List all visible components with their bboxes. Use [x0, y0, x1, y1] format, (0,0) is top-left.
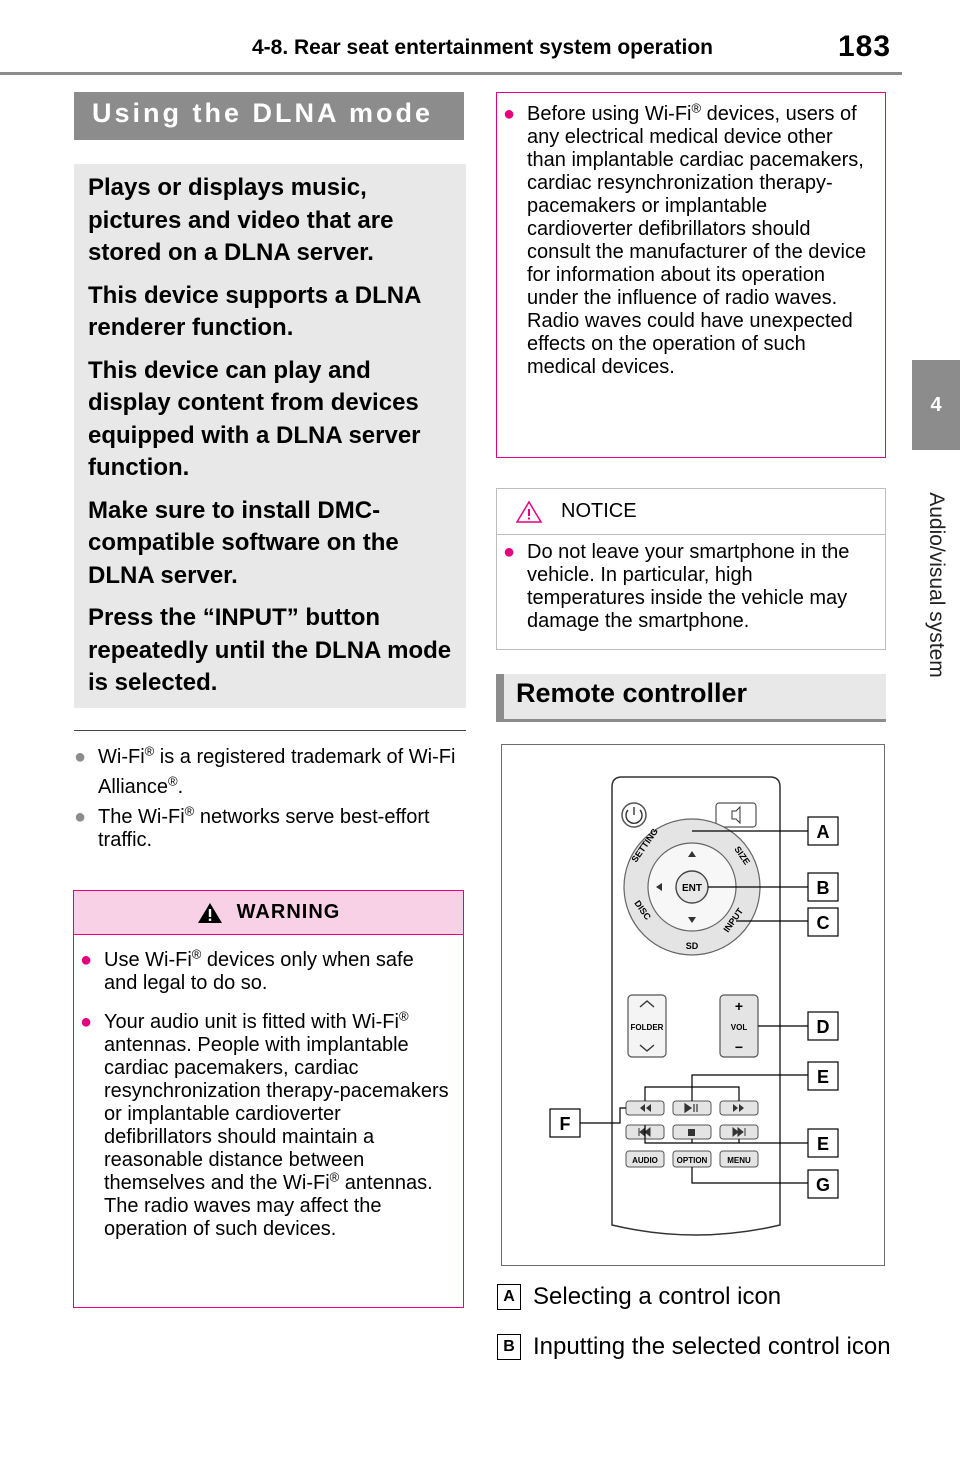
callout-lines: [580, 830, 808, 1184]
chapter-number: 4: [930, 393, 942, 416]
notice-title: NOTICE: [561, 500, 637, 522]
callout-g: G: [816, 1175, 830, 1195]
bullet-dot-icon: ●: [80, 949, 93, 971]
header-rule: [0, 72, 902, 75]
callout-e: E: [817, 1067, 829, 1087]
intro-paragraph: Make sure to install DMC-compatible soft…: [88, 496, 399, 589]
warning-box: WARNING ● Use Wi-Fi® devices only when s…: [73, 890, 464, 1308]
intro-paragraph: Press the “INPUT” button repeatedly unti…: [88, 604, 452, 696]
notice-triangle-icon: [515, 500, 543, 523]
notice-item: ● Do not leave your smartphone in the ve…: [503, 541, 850, 632]
callout-b: B: [817, 878, 830, 898]
bullet-dot-icon: ●: [74, 806, 87, 828]
callout-a: A: [817, 822, 830, 842]
intro-paragraph: This device can play and display content…: [88, 356, 421, 482]
legend-text: Selecting a control icon: [533, 1283, 782, 1310]
callout-c: C: [817, 913, 830, 933]
folder-button: [627, 994, 667, 1058]
vol-label: VOL: [731, 1023, 748, 1032]
menu-label: MENU: [727, 1156, 751, 1165]
notes-list: ● Wi-Fi® is a registered trademark of Wi…: [74, 742, 466, 852]
option-label: OPTION: [677, 1156, 708, 1165]
chapter-tab: 4: [912, 360, 960, 450]
menu-button: [719, 1150, 759, 1168]
legend-item: B Inputting the selected control icon: [497, 1330, 897, 1400]
intro-paragraph: Plays or displays music, pictures and vi…: [88, 174, 394, 266]
arrow-left-icon: [656, 883, 662, 891]
bullet-dot-icon: ●: [503, 541, 516, 563]
warning-item: ● Use Wi-Fi® devices only when safe and …: [80, 946, 414, 994]
vol-plus-label: +: [735, 998, 743, 1014]
callout-d: D: [817, 1017, 830, 1037]
bullet-dot-icon: ●: [503, 103, 516, 125]
callout-labels: A B C D E F E G: [549, 816, 839, 1199]
remote-diagram-frame: ENT SETTING SIZE DISC INPUT SD FOLDER + …: [501, 744, 885, 1266]
chapter-label: Audio/visual system: [914, 470, 958, 700]
divider: [74, 730, 466, 731]
legend-item: A Selecting a control icon: [497, 1280, 897, 1314]
sd-label: SD: [686, 941, 699, 951]
ent-label: ENT: [682, 883, 702, 894]
mute-button: [715, 802, 757, 828]
audio-label: AUDIO: [632, 1156, 658, 1165]
legend-key: B: [497, 1334, 521, 1360]
chapter-label-text: Audio/visual system: [925, 492, 949, 678]
note-item: ● The Wi-Fi® networks serve best-effort …: [74, 803, 430, 851]
arrow-down-icon: [688, 917, 696, 923]
bullet-dot-icon: ●: [80, 1011, 93, 1033]
warning-item: ● Your audio unit is fitted with Wi-Fi® …: [80, 1008, 449, 1240]
warning-triangle-icon: [197, 902, 222, 923]
warning-continued-box: ● Before using Wi-Fi® devices, users of …: [496, 92, 886, 458]
notice-header: NOTICE: [497, 489, 885, 535]
running-header: 4-8. Rear seat entertainment system oper…: [252, 36, 713, 59]
warning-item: ● Before using Wi-Fi® devices, users of …: [503, 100, 867, 378]
warning-header: WARNING: [74, 891, 463, 935]
section-title: Using the DLNA mode: [74, 92, 464, 140]
legend-key: A: [497, 1284, 521, 1310]
remote-controller-diagram: ENT SETTING SIZE DISC INPUT SD FOLDER + …: [549, 776, 839, 1236]
page-number: 183: [838, 30, 892, 63]
vol-minus-label: −: [735, 1039, 743, 1055]
remote-section-title: Remote controller: [496, 674, 886, 722]
note-item: ● Wi-Fi® is a registered trademark of Wi…: [74, 743, 456, 798]
notice-box: NOTICE ● Do not leave your smartphone in…: [496, 488, 886, 650]
legend-text: Inputting the selected control icon: [533, 1333, 891, 1360]
arrow-up-icon: [688, 851, 696, 857]
intro-box: Plays or displays music, pictures and vi…: [74, 164, 466, 708]
callout-f: F: [560, 1114, 571, 1134]
callout-e-second: E: [817, 1134, 829, 1154]
warning-title: WARNING: [236, 901, 341, 923]
bullet-dot-icon: ●: [74, 746, 87, 768]
audio-button: [625, 1150, 665, 1168]
folder-label: FOLDER: [631, 1023, 664, 1032]
intro-paragraph: This device supports a DLNA renderer fun…: [88, 281, 421, 342]
